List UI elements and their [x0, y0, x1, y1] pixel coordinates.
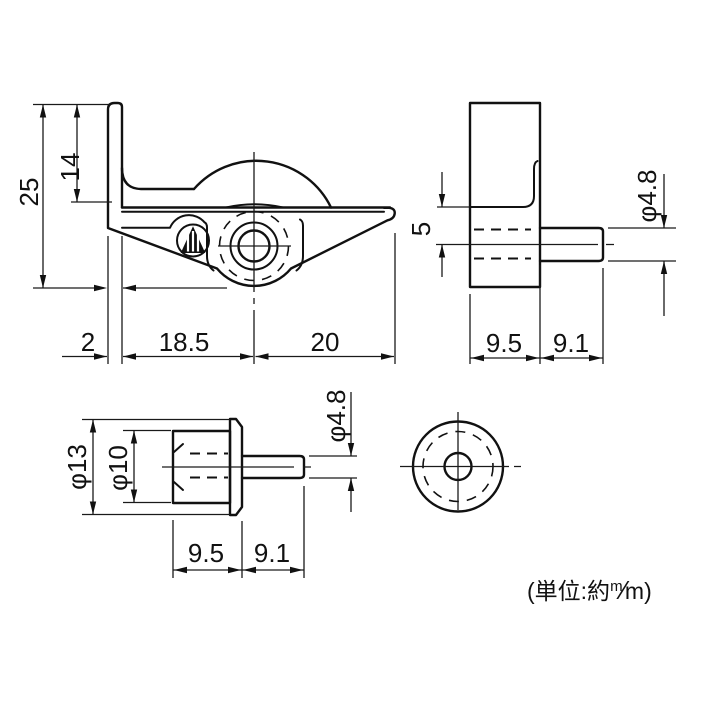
dim-body-width-side: 9.5	[486, 328, 522, 358]
dim-pin-length-side: 9.1	[553, 328, 589, 358]
dim-plate-thickness: 2	[81, 327, 95, 357]
side-dimension-labels: 5 φ4.8 9.5 9.1	[406, 169, 662, 358]
axle-hub	[218, 152, 291, 364]
dim-pin-diameter-roller: φ4.8	[321, 389, 351, 442]
front-dimension-labels: 25 14 2 18.5 20	[14, 153, 339, 357]
dim-axle-to-right: 20	[311, 327, 340, 357]
rivet-symbol	[176, 223, 210, 258]
roller-dimension-arrows	[89, 419, 355, 574]
unit-note: (単位:約m⁄m)	[527, 575, 652, 605]
dim-overall-height: 25	[14, 178, 44, 207]
side-outline	[436, 101, 614, 289]
dim-flange-height: 14	[55, 153, 85, 182]
front-dimension-arrows	[39, 104, 394, 360]
side-dimension-arrows	[438, 194, 668, 362]
dim-axle-to-left: 18.5	[159, 327, 210, 357]
dim-body-diameter: φ10	[103, 445, 133, 491]
dim-pin-diameter-side: φ4.8	[632, 169, 662, 222]
front-view: 25 14 2 18.5 20	[14, 101, 396, 364]
roller-dimension-labels: φ13 φ10 φ4.8 9.5 9.1	[62, 389, 351, 568]
roller-front-view	[400, 412, 521, 513]
front-outline	[106, 101, 396, 288]
roller-outline	[162, 417, 311, 517]
dim-flange-diameter: φ13	[62, 444, 92, 490]
roller-side-view: φ13 φ10 φ4.8 9.5 9.1	[62, 389, 357, 578]
dim-body-length-roller: 9.5	[188, 538, 224, 568]
side-view: 5 φ4.8 9.5 9.1	[406, 101, 676, 364]
dim-flange-offset: 5	[406, 222, 436, 236]
roller-dimension-lines	[82, 392, 357, 578]
dim-pin-length-roller: 9.1	[254, 538, 290, 568]
front-dimension-lines	[33, 103, 396, 364]
